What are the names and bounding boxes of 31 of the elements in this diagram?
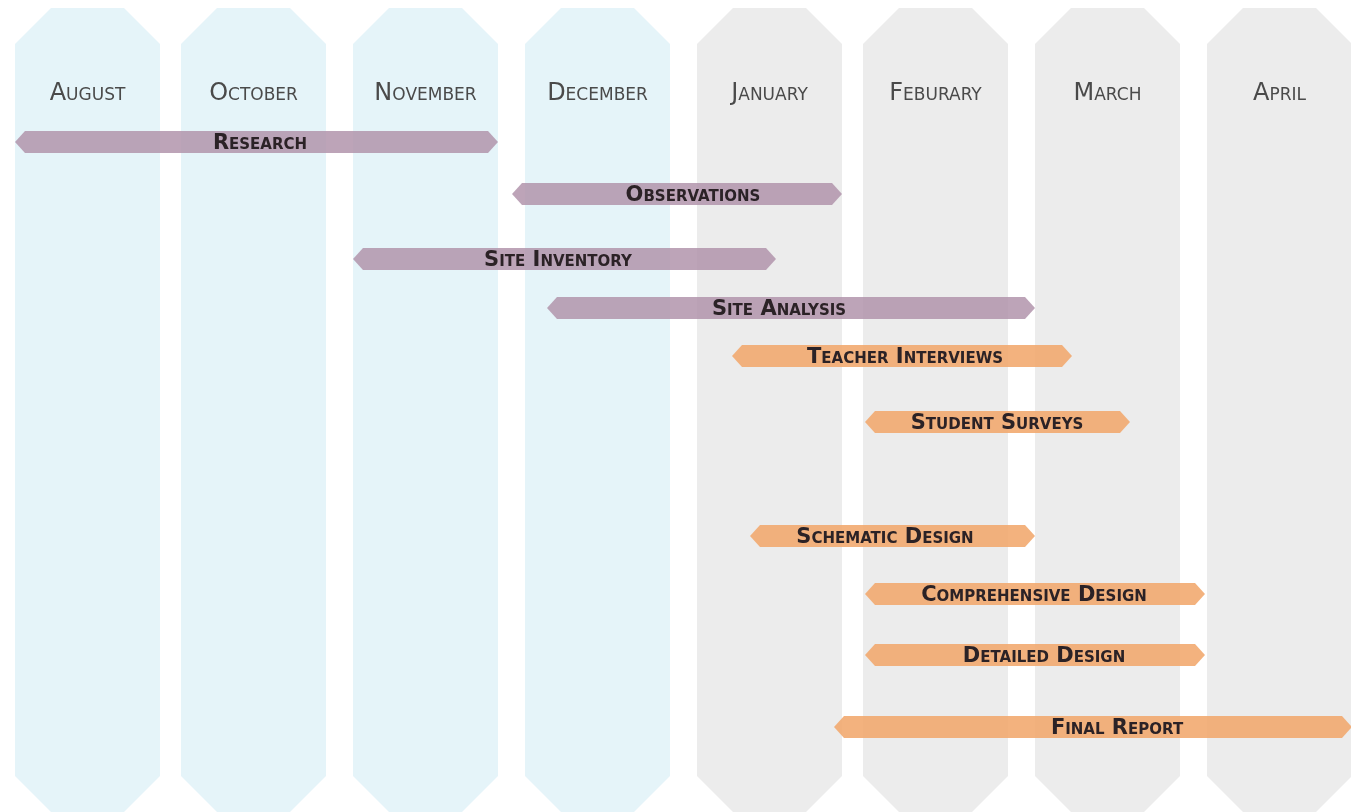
task-bar: [512, 183, 842, 205]
task-label: Site Inventory: [484, 247, 632, 271]
month-label: Feburary: [889, 78, 982, 106]
task-bar: [865, 411, 1130, 433]
task-label: Detailed Design: [962, 643, 1126, 667]
month-column: [1207, 8, 1351, 812]
month-label: October: [209, 78, 298, 106]
task-bar: [865, 644, 1205, 666]
month-column: [181, 8, 326, 812]
month-label: November: [374, 78, 477, 106]
month-label: March: [1073, 78, 1142, 106]
task-label: Research: [212, 130, 308, 154]
task-label: Student Surveys: [910, 410, 1084, 434]
task-label: Final Report: [1050, 715, 1184, 739]
task-bar: [865, 583, 1205, 605]
month-label: January: [731, 78, 808, 106]
task-label: Comprehensive Design: [921, 582, 1147, 606]
task-bar: [834, 716, 1351, 738]
month-label: December: [547, 78, 648, 106]
task-label: Site Analysis: [711, 296, 847, 320]
task-label: Teacher Interviews: [807, 344, 1003, 368]
task-bar: [547, 297, 1035, 319]
task-label: Observations: [625, 182, 761, 206]
task-bar: [15, 131, 498, 153]
month-label: April: [1253, 78, 1306, 106]
task-bar: [750, 525, 1035, 547]
month-label: August: [49, 78, 126, 106]
task-label: Schematic Design: [796, 524, 974, 548]
task-bar: [353, 248, 776, 270]
task-bar: [732, 345, 1072, 367]
month-column: [15, 8, 160, 812]
